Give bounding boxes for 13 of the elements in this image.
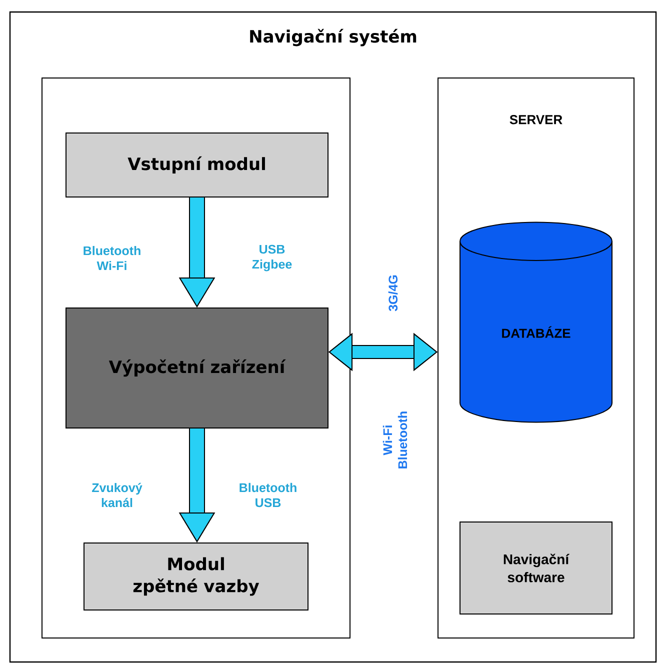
connection-label: Wi-Fi Bluetooth (382, 412, 408, 468)
module-box: Výpočetní zařízení (66, 308, 328, 428)
connection-label: Bluetooth Wi-Fi (84, 246, 140, 270)
connection-label: USB Zigbee (252, 244, 292, 272)
connection-label: Zvukový kanál (92, 482, 142, 508)
connection-label: Bluetooth USB (240, 482, 296, 508)
connection-label: 3G/4G (388, 275, 398, 312)
module-box: Modul zpětné vazby (84, 542, 308, 610)
database-cylinder: DATABÁZE (460, 222, 612, 423)
module-box: Navigační software (460, 522, 612, 614)
module-box: Vstupní modul (66, 132, 328, 198)
panel (42, 78, 350, 638)
arrow (328, 332, 438, 372)
